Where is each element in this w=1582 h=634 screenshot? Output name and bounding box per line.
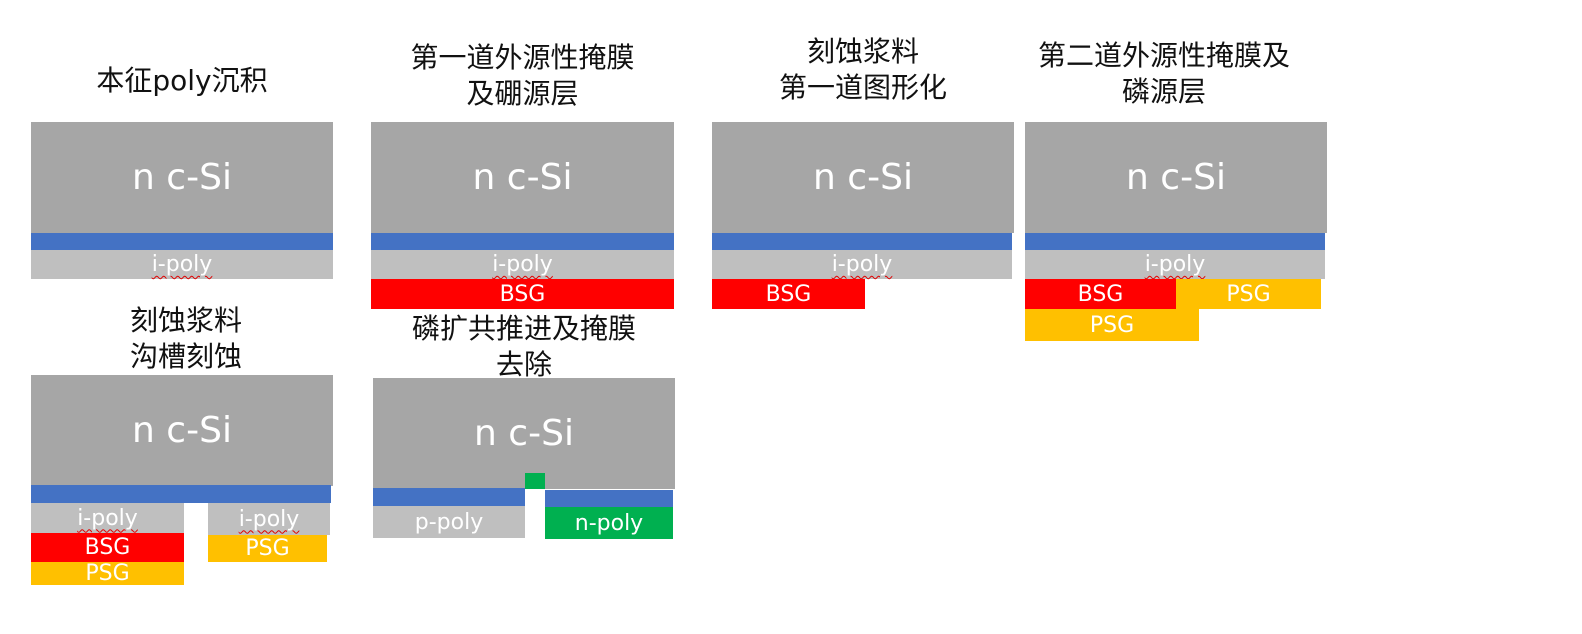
step-4-title-line-1: 第二道外源性掩膜及 bbox=[1037, 39, 1290, 72]
step-3-title: 刻蚀浆料 第一道图形化 bbox=[712, 34, 1014, 106]
n-silicon-layer: n c-Si bbox=[1025, 122, 1327, 233]
step-2-title-line-1: 第一道外源性掩膜 bbox=[410, 41, 635, 74]
p-poly-layer: p-poly bbox=[373, 506, 525, 538]
tunnel-oxide-layer bbox=[712, 233, 1012, 250]
n-silicon-layer: n c-Si bbox=[373, 378, 675, 489]
bsg-layer: BSG bbox=[1025, 279, 1176, 309]
n-silicon-layer: n c-Si bbox=[371, 122, 674, 233]
trench-contact bbox=[525, 473, 545, 489]
tunnel-oxide-layer bbox=[31, 485, 331, 503]
i-poly-layer: i-poly bbox=[371, 250, 674, 279]
step-5-title-line-1: 刻蚀浆料 bbox=[129, 304, 242, 337]
step-5-title: 刻蚀浆料 沟槽刻蚀 bbox=[31, 303, 341, 375]
step-4-title: 第二道外源性掩膜及 磷源层 bbox=[1014, 38, 1314, 110]
step-2-title: 第一道外源性掩膜 及硼源层 bbox=[371, 40, 674, 112]
n-silicon-layer: n c-Si bbox=[712, 122, 1014, 233]
i-poly-layer: i-poly bbox=[31, 250, 333, 279]
psg-layer-left: PSG bbox=[31, 561, 184, 586]
i-poly-layer: i-poly bbox=[1025, 250, 1325, 279]
tunnel-oxide-layer-left bbox=[373, 488, 525, 506]
bsg-layer: BSG bbox=[31, 533, 184, 562]
i-poly-layer-left: i-poly bbox=[31, 503, 184, 533]
psg-layer-upper: PSG bbox=[1176, 279, 1321, 309]
tunnel-oxide-layer-right bbox=[545, 490, 673, 507]
psg-layer-lower: PSG bbox=[1025, 309, 1199, 341]
n-silicon-layer: n c-Si bbox=[31, 375, 333, 486]
psg-layer-right: PSG bbox=[208, 535, 327, 562]
bsg-layer: BSG bbox=[712, 279, 865, 309]
step-6-title-line-2: 去除 bbox=[495, 348, 552, 381]
tunnel-oxide-layer bbox=[1025, 233, 1325, 250]
n-silicon-layer: n c-Si bbox=[31, 122, 333, 233]
tunnel-oxide-layer bbox=[31, 233, 333, 250]
step-1-title-line-1: 本征poly沉积 bbox=[96, 64, 268, 97]
step-4-title-line-2: 磷源层 bbox=[1121, 75, 1206, 108]
bsg-layer: BSG bbox=[371, 279, 674, 309]
i-poly-layer-right: i-poly bbox=[208, 503, 330, 535]
step-3-title-line-2: 第一道图形化 bbox=[778, 71, 947, 104]
tunnel-oxide-layer bbox=[371, 233, 674, 250]
n-poly-layer: n-poly bbox=[545, 507, 673, 539]
step-5-title-line-2: 沟槽刻蚀 bbox=[129, 340, 242, 373]
step-6-title: 磷扩共推进及掩膜 去除 bbox=[373, 311, 675, 383]
step-6-title-line-1: 磷扩共推进及掩膜 bbox=[411, 312, 636, 345]
step-1-title: 本征poly沉积 bbox=[31, 63, 333, 99]
step-2-title-line-2: 及硼源层 bbox=[466, 77, 579, 110]
i-poly-layer: i-poly bbox=[712, 250, 1012, 279]
step-3-title-line-1: 刻蚀浆料 bbox=[806, 35, 919, 68]
